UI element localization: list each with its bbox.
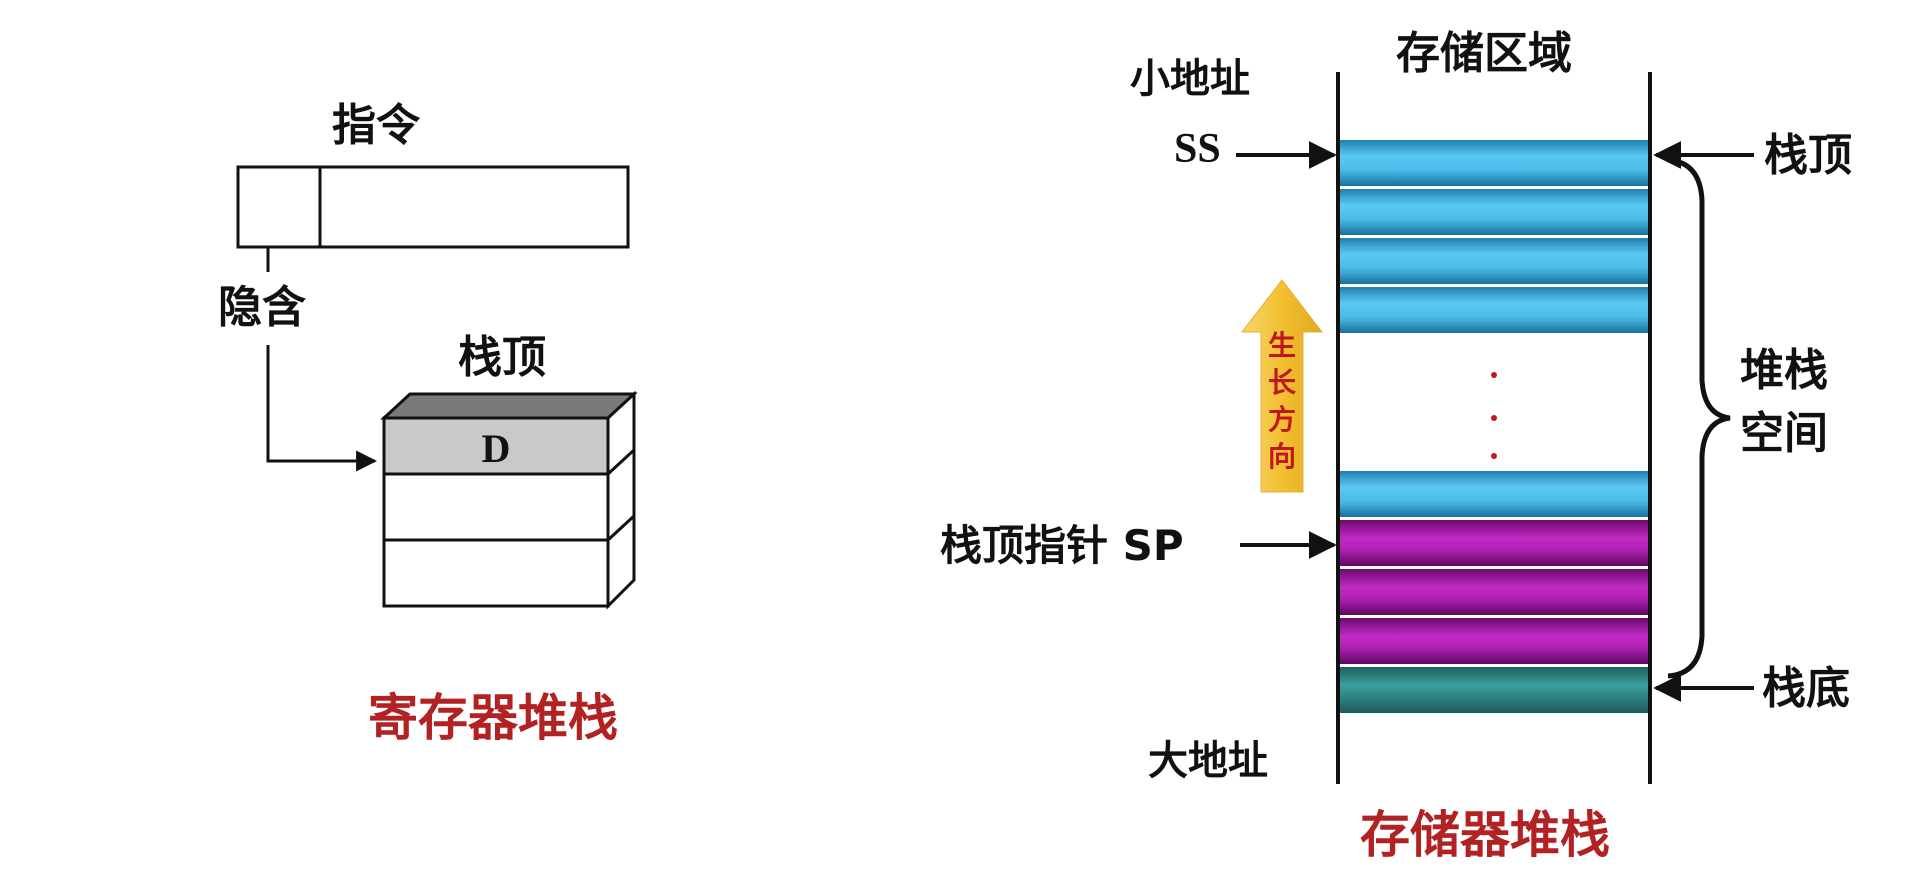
ellipsis-dots	[1491, 372, 1497, 459]
register-stack-top-label: 栈顶	[458, 332, 546, 383]
stack-space-brace	[1667, 157, 1731, 679]
memory-top-label: 栈顶	[1764, 130, 1852, 181]
register-stack-box: D	[380, 390, 638, 610]
implicit-label: 隐含	[218, 282, 307, 333]
memory-slot-used	[1340, 618, 1648, 664]
memory-slots	[1340, 140, 1648, 713]
growth-char: 向	[1268, 440, 1296, 473]
small-address-label: 小地址	[1130, 56, 1250, 102]
register-top-cell	[382, 416, 610, 476]
memory-slot-empty	[1340, 287, 1648, 333]
memory-slot-empty	[1340, 238, 1648, 284]
register-stack-caption: 寄存器堆栈	[368, 689, 618, 747]
register-cell	[382, 472, 610, 542]
memory-stack-caption: 存储器堆栈	[1360, 806, 1610, 864]
register-value: D	[482, 426, 511, 471]
stack-space-label-line1: 堆栈	[1740, 345, 1828, 396]
memory-slot-bottom	[1340, 667, 1648, 713]
stack-space-label-line2: 空间	[1740, 408, 1828, 459]
large-address-label: 大地址	[1148, 738, 1268, 784]
implicit-arrow	[266, 345, 378, 472]
growth-char: 长	[1268, 366, 1296, 399]
growth-direction-arrow: 生 长 方 向	[1240, 279, 1324, 493]
instruction-label: 指令	[332, 100, 421, 151]
memory-slot-empty	[1340, 471, 1648, 517]
storage-area-header: 存储区域	[1396, 28, 1572, 79]
instruction-box	[236, 165, 630, 249]
growth-char: 生	[1268, 329, 1296, 362]
memory-slot-empty	[1340, 189, 1648, 235]
memory-bottom-label: 栈底	[1762, 663, 1850, 714]
memory-slot-used	[1340, 520, 1648, 566]
ss-label: SS	[1174, 126, 1221, 172]
memory-stack-diagram: 存储区域 小地址 大地址 生 长 方 向 SS	[940, 28, 1852, 864]
memory-slot-used	[1340, 569, 1648, 615]
memory-slot-empty	[1340, 140, 1648, 186]
register-stack-diagram: 指令 隐含 栈顶 D 寄存器堆栈	[218, 100, 638, 747]
sp-label: 栈顶指针 SP	[940, 521, 1184, 570]
growth-char: 方	[1268, 403, 1296, 436]
register-cell	[382, 538, 610, 608]
